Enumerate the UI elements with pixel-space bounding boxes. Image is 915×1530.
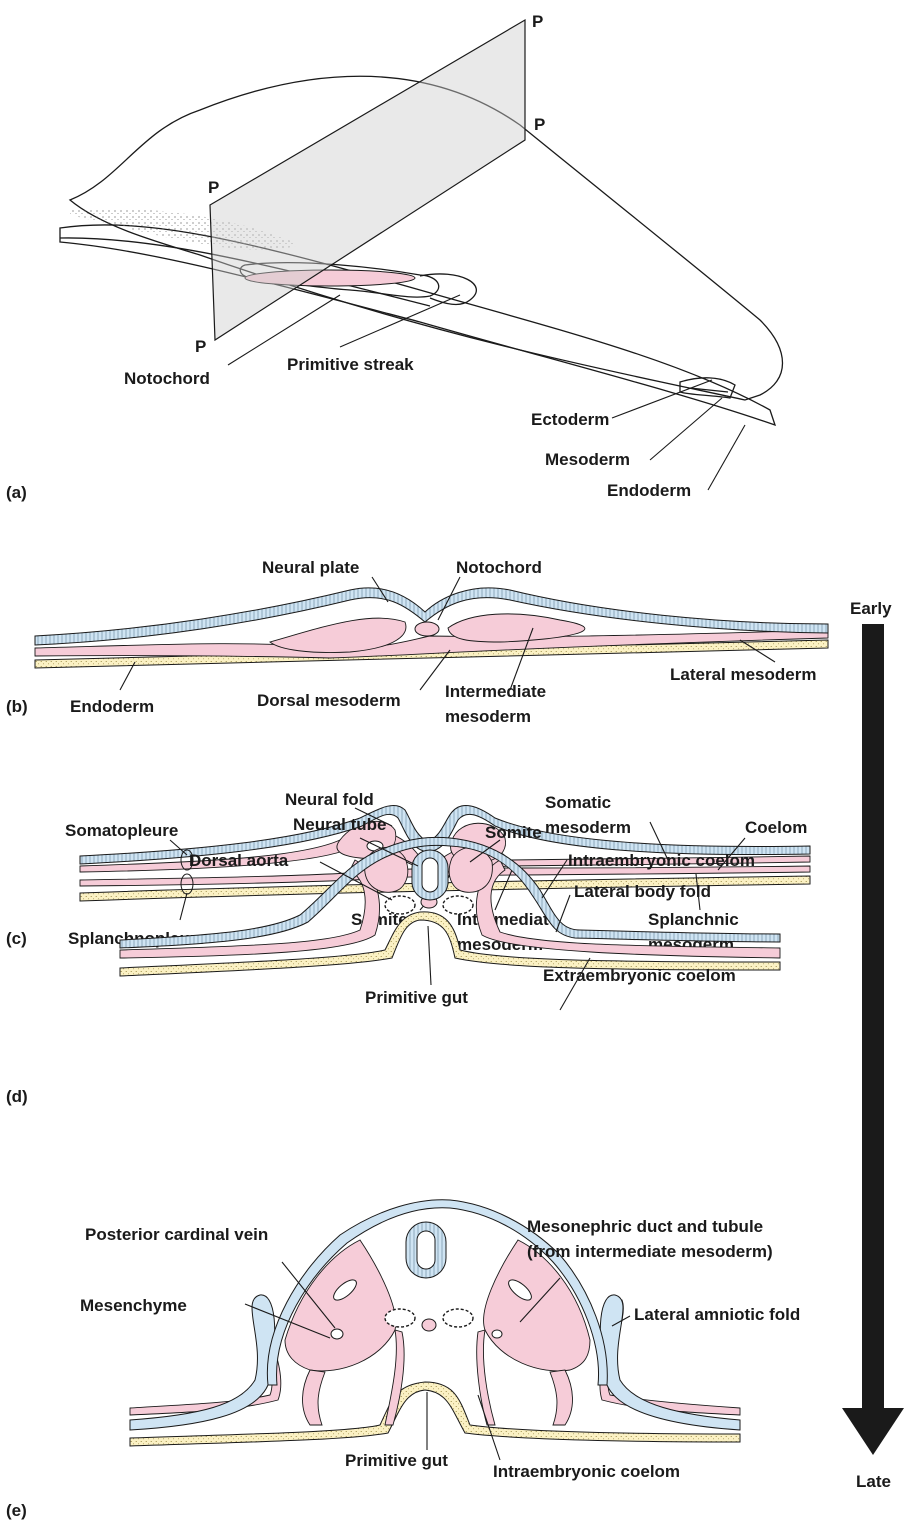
- neural-tube: [412, 850, 448, 900]
- label-neural-plate: Neural plate: [262, 558, 359, 577]
- label-posterior-cardinal-vein: Posterior cardinal vein: [85, 1225, 268, 1244]
- label-lateral-amniotic-fold: Lateral amniotic fold: [634, 1305, 800, 1324]
- label-mesenchyme: Mesenchyme: [80, 1296, 187, 1315]
- timeline-start-label: Early: [850, 599, 892, 618]
- plane-label-top: P: [532, 12, 543, 31]
- label-primitive-gut-d: Primitive gut: [365, 988, 468, 1007]
- label-lateral-body-fold: Lateral body fold: [574, 882, 711, 901]
- plane-label-right: P: [534, 115, 545, 134]
- timeline-end-label: Late: [856, 1472, 891, 1491]
- panel-tag-e: (e): [6, 1501, 27, 1520]
- label-primitive-gut-e: Primitive gut: [345, 1451, 448, 1470]
- label-endoderm-a: Endoderm: [607, 481, 691, 500]
- label-mesoderm-a: Mesoderm: [545, 450, 630, 469]
- label-notochord-a: Notochord: [124, 369, 210, 388]
- label-intermediate-b-2: mesoderm: [445, 707, 531, 726]
- label-coelom: Coelom: [745, 818, 807, 837]
- notochord-b: [415, 622, 439, 636]
- panel-a: P P P P Notochord Primitive streak Ectod…: [6, 12, 783, 502]
- label-intraembryonic-d: Intraembryonic coelom: [568, 851, 755, 870]
- label-intermediate-b-1: Intermediate: [445, 682, 546, 701]
- label-lateral-mesoderm: Lateral mesoderm: [670, 665, 816, 684]
- neural-tube-e: [406, 1222, 446, 1278]
- label-somatic-1: Somatic: [545, 793, 611, 812]
- label-splanchnic-1: Splanchnic: [648, 910, 739, 929]
- panel-tag-d: (d): [6, 1087, 28, 1106]
- label-neural-fold: Neural fold: [285, 790, 374, 809]
- panel-tag-a: (a): [6, 483, 27, 502]
- label-mesonephric-2: (from intermediate mesoderm): [527, 1242, 773, 1261]
- label-mesonephric-1: Mesonephric duct and tubule: [527, 1217, 763, 1236]
- label-somite-d: Somite: [485, 823, 542, 842]
- panel-tag-b: (b): [6, 697, 28, 716]
- label-primitive-streak: Primitive streak: [287, 355, 414, 374]
- plane-label-bottom: P: [195, 337, 206, 356]
- label-extraembryonic: Extraembryonic coelom: [543, 966, 736, 985]
- dorsal-aorta-right: [443, 896, 473, 914]
- label-dorsal-aorta: Dorsal aorta: [189, 851, 289, 870]
- posterior-cardinal-vein: [331, 1329, 343, 1339]
- timeline-arrow: Early Late: [842, 599, 904, 1491]
- label-somatopleure: Somatopleure: [65, 821, 178, 840]
- label-notochord-b: Notochord: [456, 558, 542, 577]
- panel-tag-c: (c): [6, 929, 27, 948]
- label-ectoderm-a: Ectoderm: [531, 410, 609, 429]
- panel-b: Neural plate Notochord Dorsal mesoderm I…: [6, 558, 828, 726]
- embryo-layers: [60, 225, 775, 425]
- label-somatic-2: mesoderm: [545, 818, 631, 837]
- plane-label-left: P: [208, 178, 219, 197]
- label-endoderm-b: Endoderm: [70, 697, 154, 716]
- panel-e: Posterior cardinal vein Mesonephric duct…: [6, 1200, 800, 1520]
- label-dorsal-mesoderm: Dorsal mesoderm: [257, 691, 401, 710]
- label-neural-tube: Neural tube: [293, 815, 387, 834]
- label-intraembryonic-e: Intraembryonic coelom: [493, 1462, 680, 1481]
